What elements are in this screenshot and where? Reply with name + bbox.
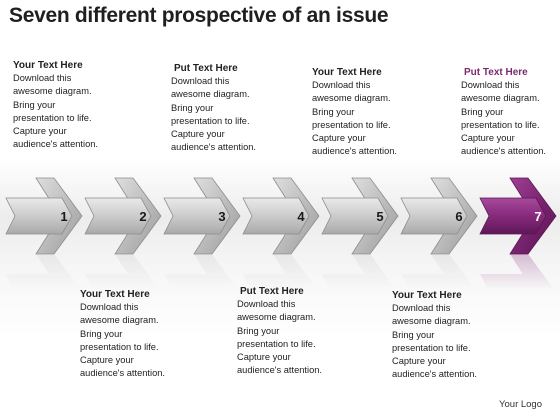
arrow-step-number: 2: [139, 209, 146, 224]
text-block-heading: Your Text Here: [80, 289, 150, 300]
arrow-step-6: 6: [400, 177, 478, 255]
arrow-step-7: 7: [479, 177, 557, 255]
text-block-body: Download this awesome diagram. Bring you…: [392, 303, 477, 380]
arrow-step-3: 3: [163, 177, 241, 255]
text-block-body: Download this awesome diagram. Bring you…: [171, 76, 256, 153]
text-block-bottom-3: Your Text Here Download this awesome dia…: [392, 289, 510, 381]
arrow-step-number: 6: [455, 209, 462, 224]
arrow-sequence: 1 2 3 4 5 6 7: [5, 177, 557, 290]
arrow-step-5: 5: [321, 177, 399, 255]
logo-text: Your Logo: [499, 399, 542, 410]
arrow-step-number: 7: [534, 209, 541, 224]
arrow-step-1: 1: [5, 177, 83, 255]
arrow-reflection: [401, 254, 476, 290]
arrow-reflection: [480, 254, 555, 290]
arrow-reflection: [322, 254, 397, 290]
arrow-step-2: 2: [84, 177, 162, 255]
text-block-bottom-2: Put Text Here Download this awesome diag…: [237, 285, 355, 377]
arrow-step-4: 4: [242, 177, 320, 255]
text-block-body: Download this awesome diagram. Bring you…: [237, 299, 322, 376]
text-block-heading: Your Text Here: [13, 60, 83, 71]
text-block-heading: Put Text Here: [174, 63, 238, 74]
page-title: Seven different prospective of an issue: [9, 4, 389, 27]
text-block-heading: Your Text Here: [312, 67, 382, 78]
arrow-step-number: 5: [376, 209, 383, 224]
text-block-top-1: Your Text Here Download this awesome dia…: [13, 59, 131, 151]
text-block-heading: Put Text Here: [464, 67, 528, 78]
text-block-bottom-1: Your Text Here Download this awesome dia…: [80, 288, 198, 380]
arrow-reflection: [243, 254, 318, 290]
arrow-step-number: 4: [297, 209, 305, 224]
text-block-body: Download this awesome diagram. Bring you…: [13, 73, 98, 150]
text-block-top-2: Put Text Here Download this awesome diag…: [171, 62, 289, 154]
arrow-reflection: [164, 254, 239, 290]
text-block-top-3: Your Text Here Download this awesome dia…: [312, 66, 430, 158]
text-block-body: Download this awesome diagram. Bring you…: [80, 302, 165, 379]
text-block-heading: Your Text Here: [392, 290, 462, 301]
arrow-step-number: 1: [60, 209, 67, 224]
text-block-top-4: Put Text Here Download this awesome diag…: [461, 66, 560, 158]
arrow-reflection: [6, 254, 81, 290]
text-block-body: Download this awesome diagram. Bring you…: [461, 80, 546, 157]
arrow-step-number: 3: [218, 209, 225, 224]
text-block-body: Download this awesome diagram. Bring you…: [312, 80, 397, 157]
arrow-reflection: [85, 254, 160, 290]
text-block-heading: Put Text Here: [240, 286, 304, 297]
